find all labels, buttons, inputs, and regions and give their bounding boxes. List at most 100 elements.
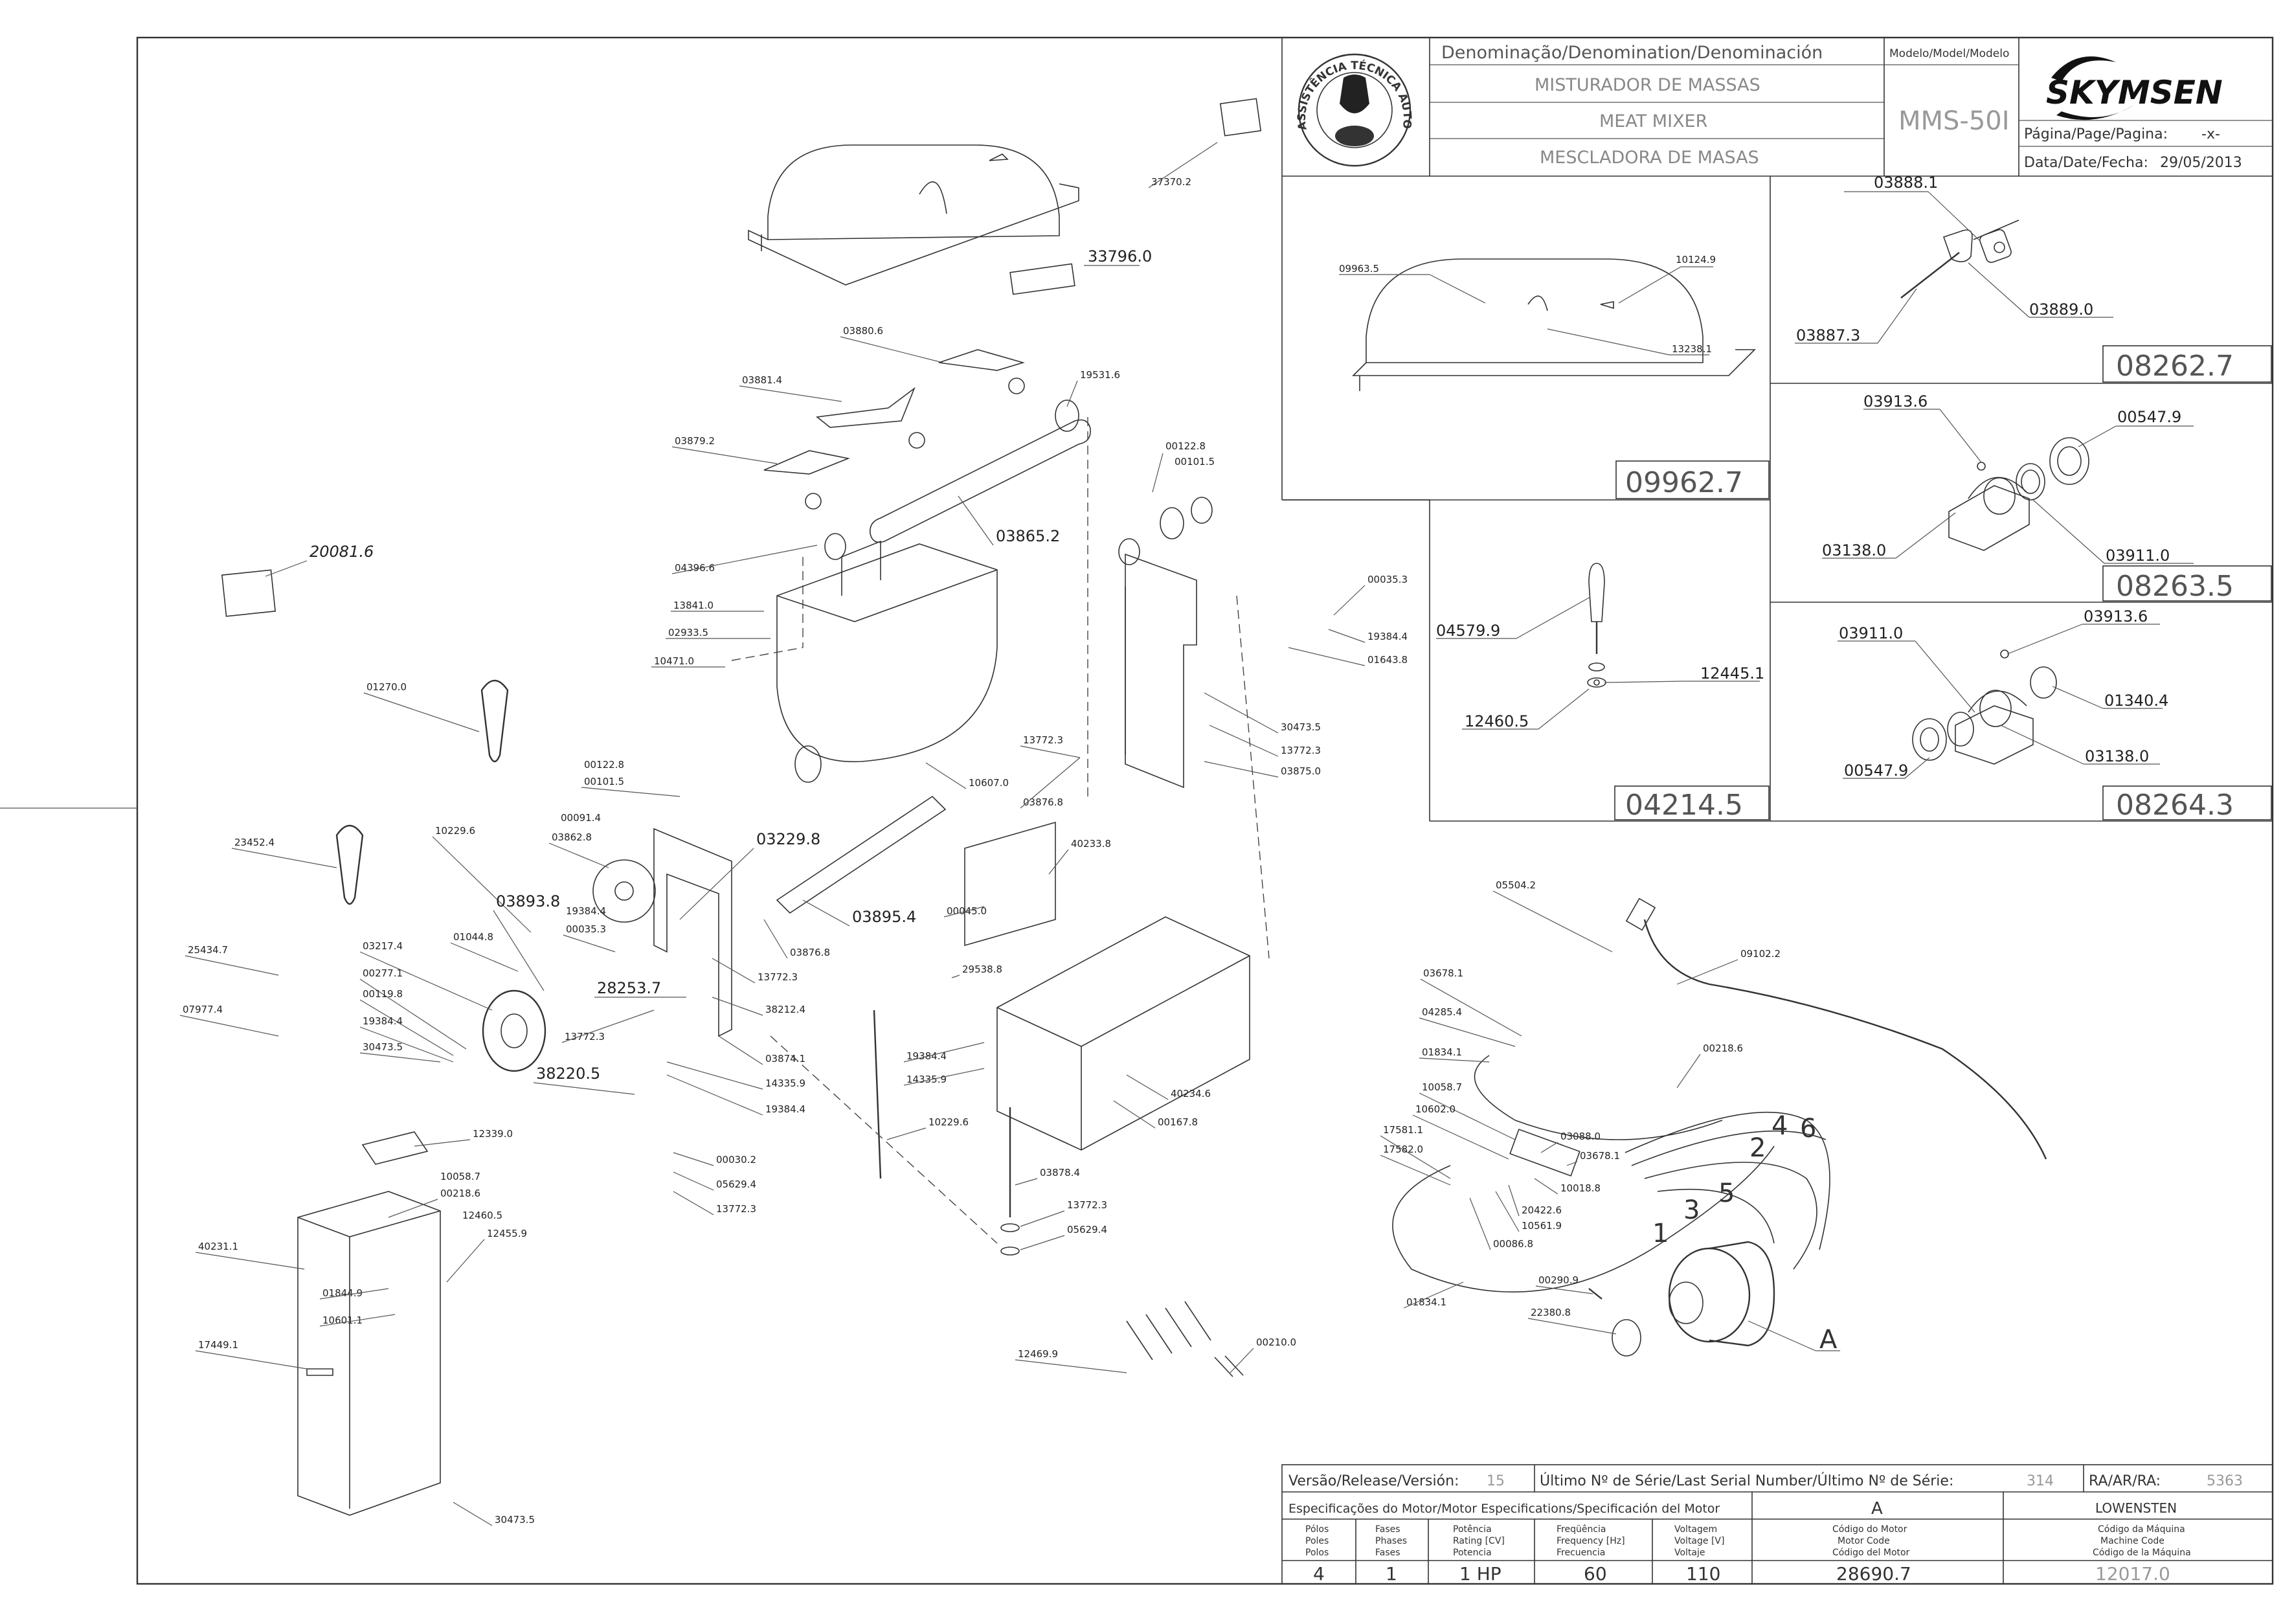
side-panel	[964, 821, 1056, 947]
spec-plate-label: 20081.6	[309, 543, 374, 561]
part-label: 05629.4	[1067, 1224, 1107, 1235]
capacitor-block	[1509, 1129, 1580, 1177]
part-label: 12460.5	[1465, 712, 1529, 730]
page-label: Página/Page/Pagina:	[2024, 126, 2168, 142]
part-label: 04396.6	[675, 562, 715, 574]
part-label: 03889.0	[2029, 300, 2093, 319]
part-label: 09102.2	[1740, 948, 1781, 960]
detail-boxes-grid	[1281, 176, 2273, 822]
version-value: 15	[1487, 1473, 1505, 1489]
date-value: 29/05/2013	[2160, 155, 2242, 171]
part-label: 13772.3	[716, 1203, 756, 1215]
wire-bundle	[1625, 1111, 1830, 1270]
part-label: 05504.2	[1496, 879, 1536, 891]
col-value: 28690.7	[1836, 1563, 1911, 1585]
col-header: Frecuencia	[1557, 1548, 1605, 1558]
detail-bearing-block-1: 03913.6 00547.9 03138.0 03911.0 08263.5	[1822, 392, 2272, 603]
spec-plate	[221, 569, 276, 617]
motor-letter: A	[1819, 1325, 1838, 1355]
part-label: 10229.6	[928, 1116, 969, 1128]
wire-number: 1	[1652, 1219, 1669, 1248]
part-label: 02933.5	[668, 627, 708, 638]
motor-pulley	[1612, 1319, 1641, 1357]
part-label: 10561.9	[1522, 1220, 1562, 1232]
part-label: 40231.1	[198, 1241, 238, 1252]
detail-box-code: 09962.7	[1625, 466, 1743, 499]
main-exploded-view	[221, 98, 1270, 1516]
serial-value: 314	[2027, 1473, 2054, 1489]
motor-letter-cell: A	[1871, 1499, 1883, 1518]
part-label: 00030.2	[716, 1154, 756, 1166]
mixing-bowl	[776, 543, 998, 763]
part-label: 00218.6	[1703, 1043, 1743, 1054]
manufacturer: LOWENSTEN	[2095, 1500, 2177, 1516]
version-label: Versão/Release/Versión:	[1288, 1473, 1459, 1489]
detail-bearing-block-2: 03911.0 03913.6 01340.4 00547.9 03138.0 …	[1838, 607, 2272, 822]
part-label: 03678.1	[1580, 1150, 1620, 1162]
spec-column-phases: Fases Phases Fases 1	[1375, 1524, 1407, 1585]
part-label: 22380.8	[1531, 1307, 1571, 1318]
wire-number: 4	[1771, 1111, 1788, 1141]
part-label: 10601.1	[322, 1314, 363, 1326]
col-value: 12017.0	[2095, 1563, 2170, 1585]
brand-name: SKYMSEN	[2046, 74, 2223, 111]
base-frame	[996, 916, 1250, 1151]
part-label: 30473.5	[1281, 721, 1321, 733]
col-header: Fases	[1375, 1548, 1400, 1558]
col-value: 4	[1313, 1563, 1325, 1585]
part-label: 03876.8	[790, 947, 830, 958]
part-label: 13772.3	[1023, 734, 1063, 746]
col-header: Poles	[1305, 1536, 1329, 1546]
right-frame	[1125, 553, 1197, 789]
part-label: 00547.9	[1844, 761, 1908, 780]
name-en: MEAT MIXER	[1599, 111, 1707, 131]
col-header: Freqüência	[1557, 1524, 1606, 1535]
part-label: 30473.5	[363, 1041, 403, 1053]
part-label: 03881.4	[742, 374, 782, 386]
wire-number: 3	[1683, 1195, 1700, 1225]
part-label: 13772.3	[758, 971, 798, 983]
part-label: 03138.0	[1822, 541, 1886, 559]
detail-cover-assembly: 09963.5 10124.9 13238.1 09962.7	[1339, 254, 1770, 499]
part-label: 03229.8	[756, 830, 820, 848]
stand-handle	[306, 1368, 333, 1376]
col-header: Phases	[1375, 1536, 1407, 1546]
part-label: 00086.8	[1493, 1238, 1533, 1250]
part-label: 00122.8	[584, 759, 624, 771]
part-label: 00035.3	[1367, 574, 1408, 585]
part-label: 10058.7	[440, 1171, 480, 1182]
detail-pin-assembly: 03888.1 03887.3 03889.0 08262.7	[1795, 174, 2272, 383]
part-label: 03887.3	[1796, 326, 1860, 344]
part-label: 13841.0	[673, 600, 714, 611]
part-label: 03913.6	[1863, 392, 1928, 411]
ra-label: RA/AR/RA:	[2089, 1473, 2161, 1489]
part-label: 10471.0	[654, 655, 694, 667]
ra-value: 5363	[2207, 1473, 2243, 1489]
part-label: 00035.3	[566, 923, 606, 935]
col-header: Fases	[1375, 1524, 1400, 1535]
part-label: 01643.8	[1367, 654, 1408, 666]
foot-tag	[361, 1131, 429, 1165]
part-label: 03895.4	[852, 908, 916, 926]
part-label: 00547.9	[2117, 408, 2181, 426]
part-label: 13772.3	[1281, 745, 1321, 756]
wire-loop-2	[1392, 1145, 1775, 1292]
motor-spec-label: Especificações do Motor/Motor Especifica…	[1288, 1502, 1720, 1516]
part-label: 03138.0	[2085, 747, 2149, 765]
mixing-arm-2	[816, 387, 916, 428]
part-label: 10607.0	[969, 777, 1009, 789]
part-label: 40234.6	[1171, 1088, 1211, 1100]
part-label: 03217.4	[363, 940, 403, 952]
part-label: 28253.7	[597, 979, 661, 997]
col-header: Código de la Máquina	[2093, 1548, 2191, 1558]
lid-decal-label: 33796.0	[1088, 247, 1152, 265]
part-label: 10058.7	[1422, 1081, 1462, 1093]
motor-body	[1668, 1247, 1751, 1343]
part-label: 03876.8	[1023, 796, 1063, 808]
part-label: 05629.4	[716, 1179, 756, 1190]
part-label: 12469.9	[1018, 1348, 1058, 1360]
spec-column-voltage: Voltagem Voltage [V] Voltaje 110	[1674, 1524, 1724, 1585]
denomination-header: Denominação/Denomination/Denominación	[1441, 43, 1823, 63]
part-label: 01834.1	[1406, 1296, 1446, 1308]
